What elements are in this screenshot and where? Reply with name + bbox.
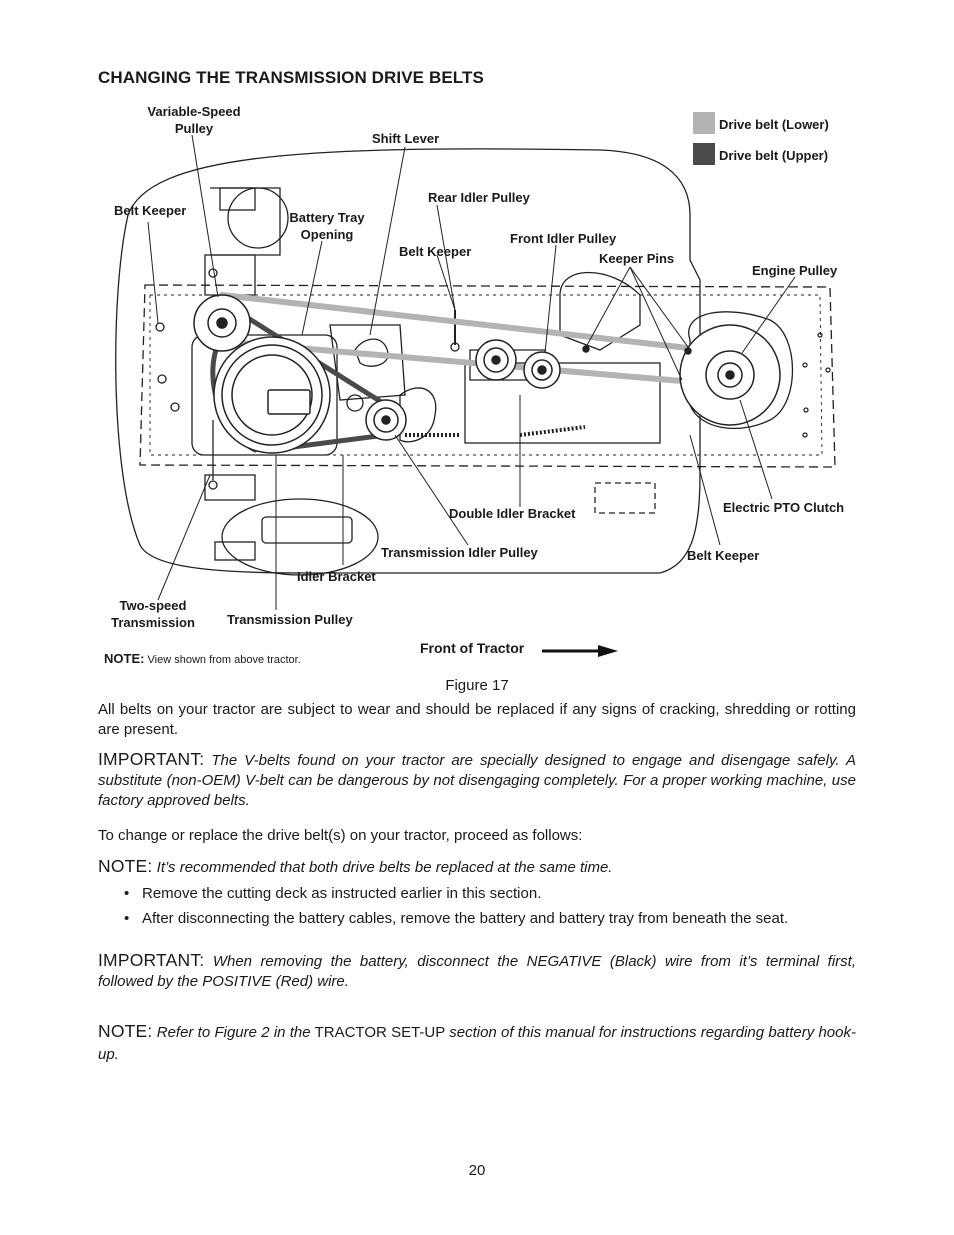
- label-two-speed-transmission: Two-speed Transmission: [111, 598, 195, 630]
- label-front-idler-pulley: Front Idler Pulley: [510, 231, 617, 246]
- label-transmission-idler-pulley: Transmission Idler Pulley: [381, 545, 538, 560]
- legend-swatch-upper: [693, 143, 715, 165]
- label-belt-keeper-left: Belt Keeper: [114, 203, 187, 218]
- label-rear-idler-pulley: Rear Idler Pulley: [428, 190, 530, 205]
- rear-oval: [221, 498, 379, 576]
- frame-dashed: [139, 284, 836, 468]
- page-number: 20: [468, 1162, 486, 1179]
- label-electric-pto-clutch: Electric PTO Clutch: [723, 500, 845, 515]
- legend-label-lower: Drive belt (Lower): [719, 117, 829, 132]
- label-keeper-pins: Keeper Pins: [599, 251, 675, 266]
- important-battery: IMPORTANT: When removing the battery, di…: [98, 950, 856, 990]
- label-idler-bracket: Idler Bracket: [297, 569, 376, 584]
- label-belt-keeper-mid: Belt Keeper: [399, 244, 472, 259]
- important-vbelts: IMPORTANT: The V-belts found on your tra…: [98, 749, 856, 809]
- legend-label-upper: Drive belt (Upper): [719, 148, 829, 163]
- bullet-dot: •: [124, 910, 130, 927]
- chassis-outline: [115, 148, 701, 574]
- figure-note: NOTE: View shown from above tractor.: [104, 651, 301, 666]
- page-heading: CHANGING THE TRANSMISSION DRIVE BELTS: [98, 68, 484, 87]
- procedure-intro: To change or replace the drive belt(s) o…: [98, 827, 583, 844]
- label-front-of-tractor: Front of Tractor: [420, 640, 525, 656]
- front-arrow-head: [598, 645, 618, 657]
- tractor-drive-diagram: [115, 134, 836, 657]
- label-variable-speed-pulley: Variable-Speed Pulley: [147, 104, 241, 136]
- note-battery-hookup: NOTE: Refer to Figure 2 in the TRACTOR S…: [98, 1021, 856, 1063]
- label-engine-pulley: Engine Pulley: [752, 263, 838, 278]
- label-double-idler-bracket: Double Idler Bracket: [449, 506, 576, 521]
- belt-diagram-figure: Drive belt (Lower) Drive belt (Upper) Va…: [0, 95, 954, 675]
- figure-caption: Figure 17: [445, 677, 509, 694]
- bullet-dot: •: [124, 885, 130, 902]
- label-battery-tray-opening: Battery Tray Opening: [289, 210, 365, 242]
- note-both-belts: NOTE: It’s recommended that both drive b…: [98, 856, 613, 876]
- battery-tray-opening: [227, 187, 289, 249]
- label-transmission-pulley: Transmission Pulley: [227, 612, 353, 627]
- label-shift-lever: Shift Lever: [372, 131, 440, 146]
- intro-paragraph: All belts on your tractor are subject to…: [98, 701, 856, 738]
- legend-swatch-lower: [693, 112, 715, 134]
- label-belt-keeper-right: Belt Keeper: [687, 548, 760, 563]
- transmission-housing: [191, 334, 338, 456]
